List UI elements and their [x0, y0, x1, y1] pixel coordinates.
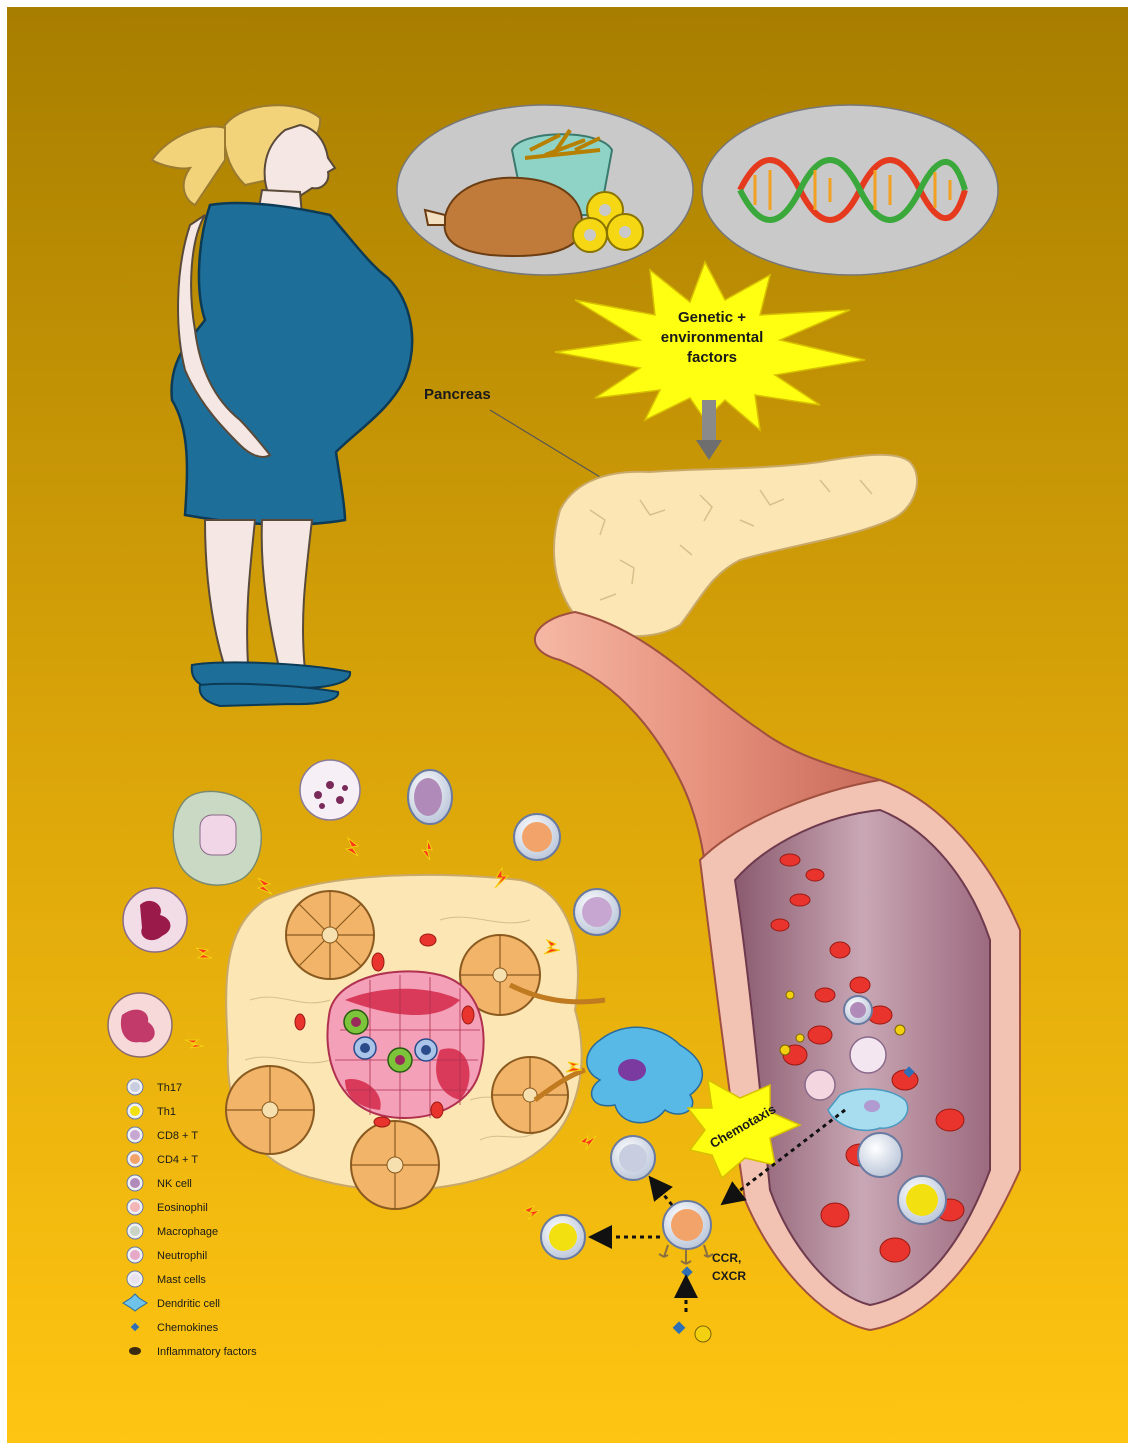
legend-label: Th17 — [157, 1082, 182, 1094]
eosinophil-icon — [127, 1199, 143, 1215]
th17-cell-icon — [127, 1079, 143, 1095]
legend-item: Macrophage — [127, 1223, 218, 1239]
receptor-label-line2: CXCR — [712, 1269, 746, 1283]
legend-item: Eosinophil — [127, 1199, 208, 1215]
nk-cell-icon — [127, 1175, 143, 1191]
receptor-label-line1: CCR, — [712, 1251, 741, 1265]
legend-item: NK cell — [127, 1175, 192, 1191]
macrophage-icon — [127, 1223, 143, 1239]
cd8-t-cell-icon — [127, 1127, 143, 1143]
factors-label-line3: factors — [687, 349, 737, 366]
legend-label: CD8 + T — [157, 1130, 198, 1142]
dna-oval — [702, 105, 998, 275]
food-oval — [397, 105, 693, 275]
legend-label: Mast cells — [157, 1274, 206, 1286]
pancreas-label: Pancreas — [424, 386, 491, 403]
legend-label: Eosinophil — [157, 1202, 208, 1214]
cd4-t-cell-icon — [127, 1151, 143, 1167]
legend-label: Chemokines — [157, 1322, 219, 1334]
legend-label: CD4 + T — [157, 1154, 198, 1166]
legend-label: NK cell — [157, 1178, 192, 1190]
factors-label-line2: environmental — [661, 329, 764, 346]
legend-label: Neutrophil — [157, 1250, 207, 1262]
islet-of-langerhans — [327, 971, 483, 1120]
th1-cell-icon — [127, 1103, 143, 1119]
inflammatory-factor-icon — [129, 1347, 141, 1355]
mast-cell-icon — [127, 1271, 143, 1287]
legend-item: Mast cells — [127, 1271, 206, 1287]
legend-label: Th1 — [157, 1106, 176, 1118]
legend-item: Neutrophil — [127, 1247, 207, 1263]
legend-item: CD8 + T — [127, 1127, 198, 1143]
legend-label: Inflammatory factors — [157, 1346, 257, 1358]
neutrophil-icon — [127, 1247, 143, 1263]
factors-label-line1: Genetic + — [678, 309, 746, 326]
legend-label: Macrophage — [157, 1226, 218, 1238]
legend-label: Dendritic cell — [157, 1298, 220, 1310]
legend-item: CD4 + T — [127, 1151, 198, 1167]
